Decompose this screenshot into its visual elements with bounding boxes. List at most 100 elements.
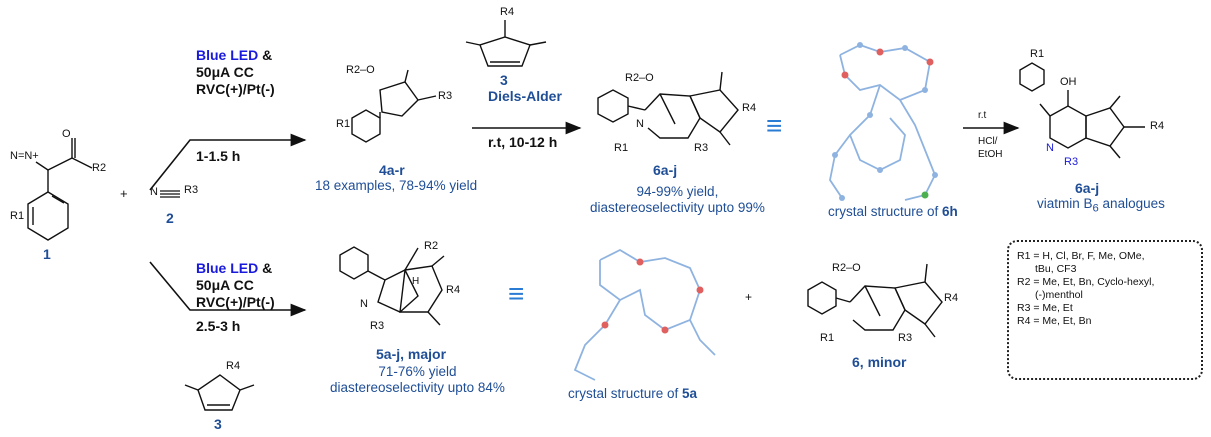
compound-1-r1: R1: [10, 210, 25, 222]
product-4-caption: 18 examples, 78-94% yield: [315, 178, 478, 193]
product-5-label: 5a-j, major: [376, 346, 447, 362]
product-6-r4: R4: [742, 102, 757, 114]
crystal-5a-compound: 5a: [682, 386, 698, 401]
legend-r2b: (-)menthol: [1035, 289, 1083, 301]
product-b6-caption-post: analogues: [1098, 196, 1165, 211]
product-6-minor-or2: R2–O: [832, 262, 861, 274]
product-6-yield: 94-99% yield,: [636, 184, 719, 199]
product-5-yield: 71-76% yield: [378, 364, 457, 379]
compound-1-label: 1: [43, 246, 51, 262]
compound-1-ester-o: O: [62, 128, 71, 140]
step-acid-solvent: EtOH: [978, 149, 1003, 160]
crystal-6h-halogen: [921, 191, 929, 199]
bottom-conditions: Blue LED & 50μA CC RVC(+)/Pt(-): [196, 260, 275, 311]
compound-1-diazo: N=N+: [10, 150, 39, 162]
product-b6-r1: R1: [1030, 48, 1045, 60]
nitrile-n: N: [150, 186, 158, 198]
product-b6-n: N: [1046, 142, 1054, 154]
equiv-sign-bottom: ≡: [508, 278, 525, 309]
product-6-minor-label: 6, minor: [852, 354, 907, 370]
crystal-6h-caption: crystal structure of 6h: [828, 204, 958, 219]
product-5-n: N: [360, 298, 368, 310]
maleimide-3-top-structure: [465, 20, 547, 67]
bottom-maleimide-label: 3: [214, 416, 222, 432]
product-5-structure: [339, 246, 445, 326]
product-4-r3: R3: [438, 90, 453, 102]
bottom-led: Blue LED: [196, 260, 259, 276]
crystal-6h-drawing: [829, 44, 936, 201]
product-6-n: N: [636, 118, 644, 130]
product-5-r3: R3: [370, 320, 385, 332]
step-acid-temp: r.t: [978, 110, 987, 121]
bottom-amp: &: [262, 260, 273, 276]
nitrile-r3: R3: [184, 184, 199, 196]
step-da-name: Diels-Alder: [488, 88, 562, 104]
product-6-r1: R1: [614, 142, 629, 154]
compound-2-label: 2: [166, 210, 174, 226]
crystal-6h-compound: 6h: [942, 204, 958, 219]
bottom-branch-arrow: [149, 261, 307, 317]
product-b6-r4: R4: [1150, 120, 1165, 132]
legend-r2: R2 = Me, Et, Bn, Cyclo-hexyl,: [1017, 276, 1155, 288]
crystal-5a-caption: crystal structure of 5a: [568, 386, 697, 401]
product-5-caption: 71-76% yield diastereoselectivity upto 8…: [330, 364, 505, 396]
equiv-sign-top: ≡: [766, 110, 783, 141]
top-time: 1-1.5 h: [196, 148, 241, 164]
nitrile-bond: [160, 190, 180, 198]
oxazole-4-structure: [351, 69, 437, 143]
product-4-label: 4a-r: [379, 162, 405, 178]
step-da-reagent: 3: [500, 72, 508, 88]
product-6-or2: R2–O: [625, 72, 654, 84]
crystal-6h-oxygens: [841, 48, 934, 79]
step-da-conditions: r.t, 10-12 h: [488, 134, 558, 150]
compound-1-r2: R2: [92, 162, 107, 174]
product-b6-caption: viatmin B6 analogues: [1037, 196, 1165, 215]
product-b6-r3: R3: [1064, 156, 1079, 168]
crystal-5a-drawing: [573, 248, 716, 381]
legend-r4: R4 = Me, Et, Bn: [1017, 315, 1092, 327]
product-6-dr: diastereoselectivity upto 99%: [590, 200, 765, 215]
pyridine-b6-structure: [1019, 62, 1145, 159]
product-6-caption: 94-99% yield, diastereoselectivity upto …: [590, 184, 765, 216]
product-b6-caption-sub: 6: [1092, 202, 1099, 215]
plus-sign-1: +: [120, 186, 128, 201]
top-branch-arrow: [149, 133, 307, 191]
product-5-r4: R4: [446, 284, 461, 296]
product-6-minor-structure: [807, 263, 943, 338]
product-5-dr: diastereoselectivity upto 84%: [330, 380, 505, 395]
substituent-legend: R1 = H, Cl, Br, F, Me, OMe, tBu, CF3 R2 …: [1007, 240, 1203, 380]
bottom-time: 2.5-3 h: [196, 318, 241, 334]
product-6-label: 6a-j: [653, 162, 678, 178]
legend-r1: R1 = H, Cl, Br, F, Me, OMe,: [1017, 250, 1145, 262]
product-6-r3: R3: [694, 142, 709, 154]
top-current: 50μA CC: [196, 64, 254, 80]
top-amp: &: [262, 47, 273, 63]
step-acid-reagent: HCl/: [978, 136, 998, 147]
product-6-minor-r1: R1: [820, 332, 835, 344]
top-led: Blue LED: [196, 47, 259, 63]
top-electrodes: RVC(+)/Pt(-): [196, 81, 275, 97]
crystal-5a-caption-text: crystal structure of: [568, 386, 679, 401]
plus-sign-2: +: [745, 290, 753, 304]
legend-r1b: tBu, CF3: [1035, 263, 1077, 275]
product-4-or2: R2–O: [346, 64, 375, 76]
bottom-current: 50μA CC: [196, 277, 254, 293]
crystal-6h-atoms: [832, 42, 938, 201]
product-5-h: H: [412, 276, 420, 287]
product-6-structure: [597, 71, 739, 146]
product-b6-oh: OH: [1060, 76, 1077, 88]
bottom-maleimide-r4: R4: [226, 360, 241, 372]
legend-r3: R3 = Me, Et: [1017, 302, 1073, 314]
product-b6-label: 6a-j: [1075, 180, 1100, 196]
crystal-5a-oxygens: [601, 258, 704, 334]
product-6-minor-r3: R3: [898, 332, 913, 344]
bottom-electrodes: RVC(+)/Pt(-): [196, 294, 275, 310]
product-4-r1: R1: [336, 118, 351, 130]
crystal-6h-caption-text: crystal structure of: [828, 204, 939, 219]
product-5-r2: R2: [424, 240, 439, 252]
compound-1-structure: [27, 138, 93, 241]
product-6-minor-r4: R4: [944, 292, 959, 304]
top-conditions: Blue LED & 50μA CC RVC(+)/Pt(-): [196, 47, 275, 98]
product-b6-caption-pre: viatmin B: [1037, 196, 1093, 211]
